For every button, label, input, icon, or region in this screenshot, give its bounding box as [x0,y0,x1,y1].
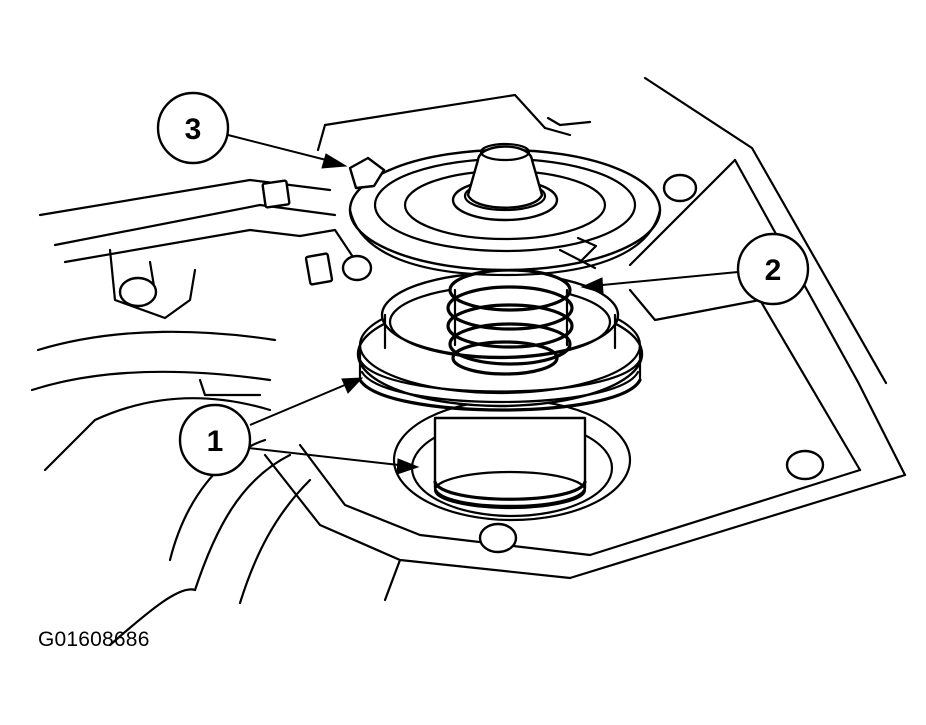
callout-number: 2 [765,254,782,287]
figure-id: G01608686 [38,628,150,651]
retainer-flange [348,116,662,277]
callout-circle [156,91,230,165]
callout-circle [178,403,252,477]
callout-1: 1 [178,377,420,477]
spring [446,268,574,376]
housing-casting [30,76,907,647]
callout-number: 3 [185,113,202,146]
callout-number: 1 [207,425,224,458]
callout-circle [736,232,810,306]
callout-2: 2 [580,232,810,306]
callout-3: 3 [156,91,348,169]
pintle-cap [451,142,559,222]
